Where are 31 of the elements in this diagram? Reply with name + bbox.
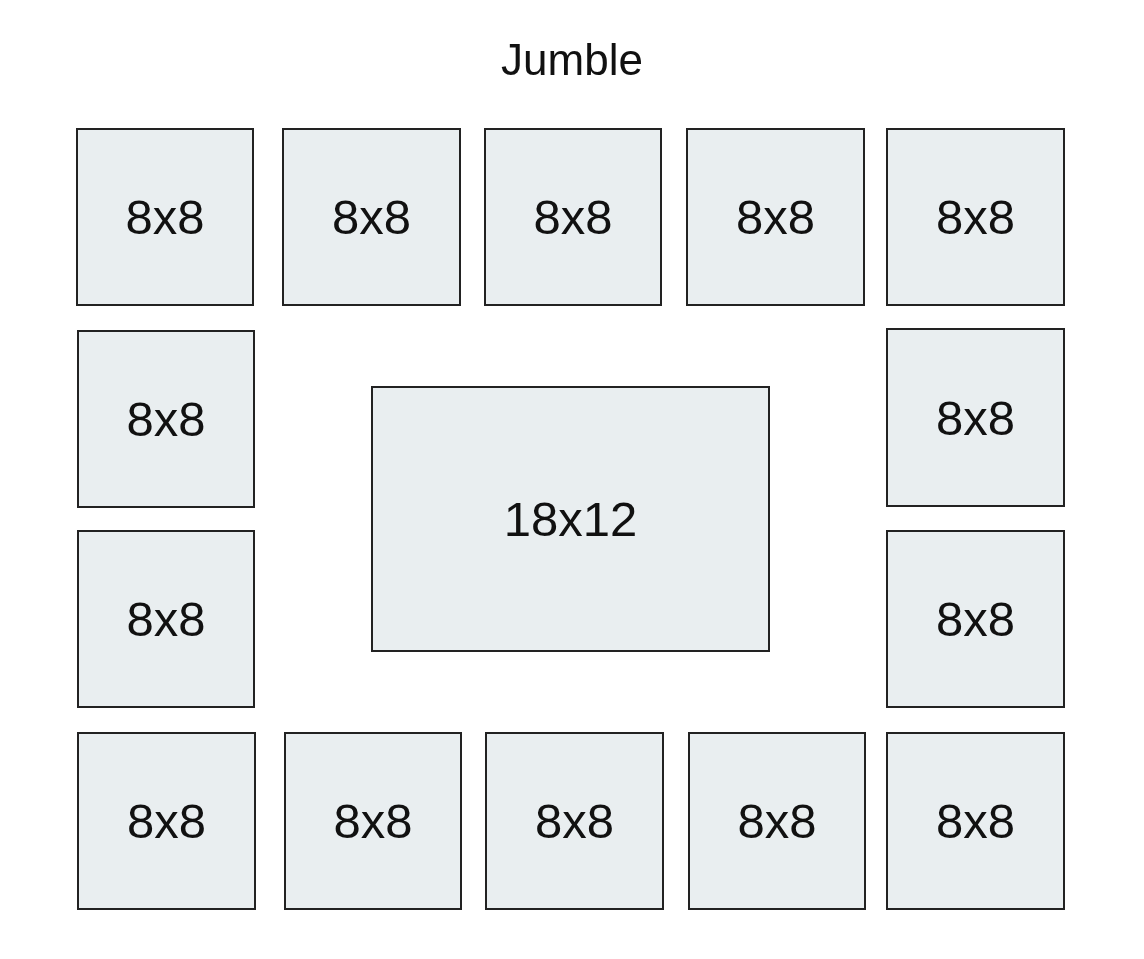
frame-panel	[886, 128, 1065, 306]
frame-panel	[688, 732, 866, 910]
size-label: 8x8	[126, 591, 206, 647]
size-label: 8x8	[936, 189, 1015, 245]
size-label: 8x8	[936, 591, 1015, 647]
size-label: 8x8	[737, 793, 817, 849]
frame-panel	[77, 530, 255, 708]
diagram-title: Jumble	[501, 34, 643, 86]
size-label: 8x8	[333, 793, 413, 849]
frame-panel	[484, 128, 662, 306]
size-label: 8x8	[533, 189, 613, 245]
frame-panel	[686, 128, 865, 306]
frame-panel	[371, 386, 770, 652]
size-label: 8x8	[936, 389, 1015, 446]
size-label: 18x12	[503, 491, 638, 547]
frame-panel	[886, 328, 1065, 507]
size-label: 8x8	[736, 189, 815, 245]
frame-panel	[77, 732, 256, 910]
frame-panel	[282, 128, 461, 306]
frame-panel	[485, 732, 664, 910]
frame-panel	[76, 128, 254, 306]
size-label: 8x8	[535, 793, 614, 849]
size-label: 8x8	[332, 189, 411, 245]
frame-panel	[886, 732, 1065, 910]
frame-panel	[77, 330, 255, 508]
size-label: 8x8	[125, 189, 205, 245]
size-label: 8x8	[126, 391, 206, 447]
size-label: 8x8	[127, 793, 206, 849]
frame-panel	[284, 732, 462, 910]
size-label: 8x8	[936, 793, 1015, 849]
frame-panel	[886, 530, 1065, 708]
